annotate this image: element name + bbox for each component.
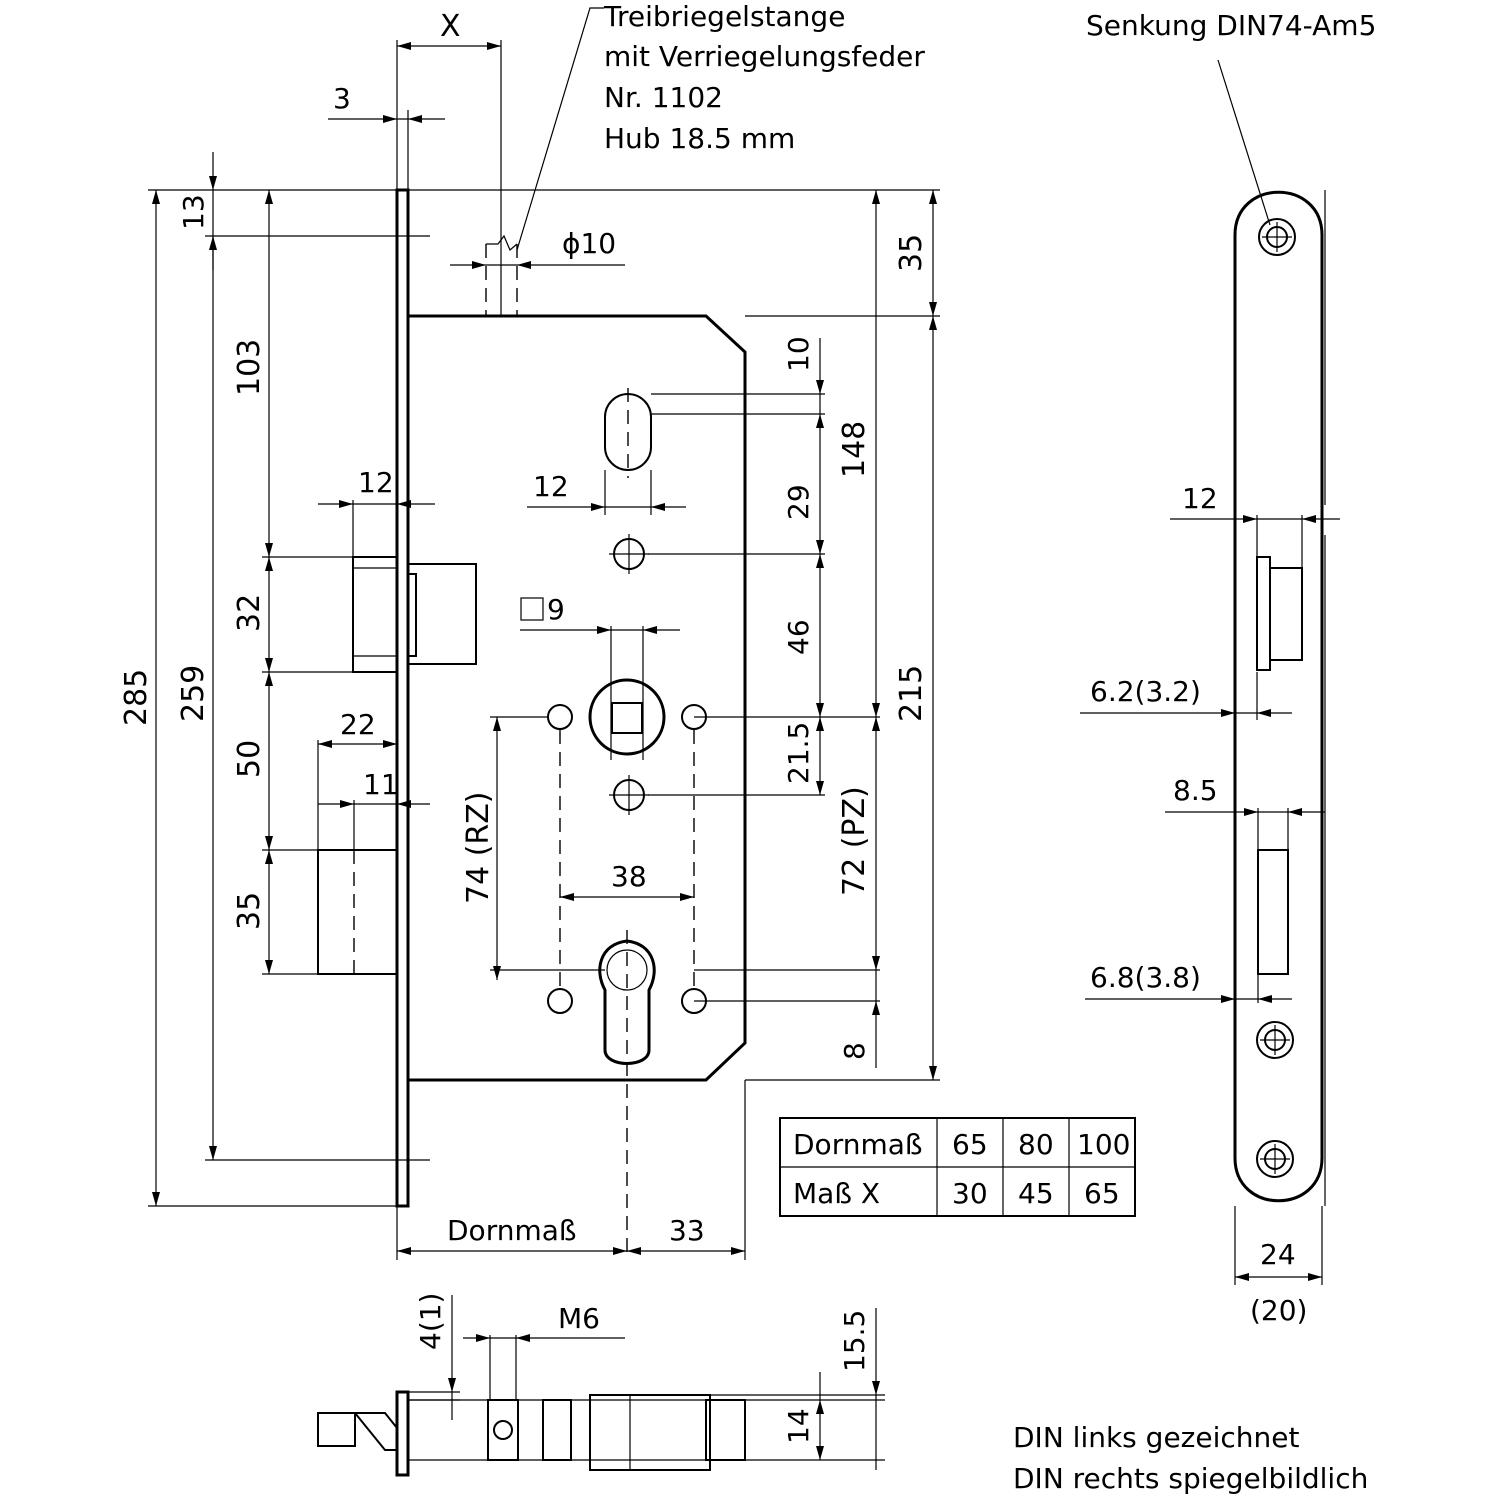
dim-35-top: 35 [894,234,929,272]
dim-33: 33 [669,1214,705,1247]
bolt-opening [1257,849,1289,975]
dim-72-pz: 72 (PZ) [837,786,872,896]
dim-x: X [440,9,461,44]
countersink-note: Senkung DIN74-Am5 [1086,9,1376,42]
dim-29: 29 [782,484,815,520]
dim-14: 14 [782,1408,815,1444]
profile-cylinder-hole [598,930,656,1260]
lower-screw-hole [609,775,649,815]
din-left-note: DIN links gezeichnet [1013,1421,1299,1454]
table-cell: 45 [1018,1177,1054,1210]
side-dim-20: (20) [1250,1294,1307,1327]
countersink-hole-bottom [1256,1140,1294,1178]
follower [588,626,666,760]
faceplate [395,188,410,1208]
dim-dia10: ϕ10 [562,227,616,260]
upper-slot [604,388,652,478]
dim-13: 13 [177,194,210,230]
countersink-hole-top [1258,218,1296,256]
dim-10: 10 [782,336,815,372]
extension-lines [148,40,940,1260]
side-dim-12: 12 [1182,482,1218,515]
dim-259: 259 [176,665,211,722]
drive-rod-note: Treibriegelstange mit Verriegelungsfeder… [603,0,925,155]
square-symbol: 9 [520,593,565,626]
dimension-lines [152,7,937,1255]
dim-12-slot: 12 [533,470,569,503]
dim-22: 22 [340,708,376,741]
table-cell: 80 [1018,1128,1054,1161]
latch-opening [1256,556,1303,671]
bottom-view: 4(1) M6 15.5 14 [317,1293,885,1477]
dim-46: 46 [782,619,815,655]
side-view: Senkung DIN74-Am5 12 6.2(3.2) 8.5 6.8(3.… [1080,9,1376,1327]
latch-bolt [352,556,477,673]
table-cell: Dornmaß [793,1128,923,1161]
dim-m6: M6 [558,1302,600,1335]
front-view [317,188,747,1260]
dim-square9: 9 [547,593,565,626]
dim-215: 215 [894,665,929,722]
lock-case [406,314,747,1082]
dim-15-5: 15.5 [838,1310,871,1372]
backset-table: Dornmaß 65 80 100 Maß X 30 45 65 [779,1117,1136,1217]
table-cell: 65 [1084,1177,1120,1210]
dim-4-1: 4(1) [414,1293,447,1350]
fixing-hole-3 [547,988,573,1014]
dim-32: 32 [232,594,267,632]
dim-3: 3 [333,82,351,115]
table-cell: 30 [952,1177,988,1210]
dim-285: 285 [119,669,154,726]
countersink-hole-middle [1256,1021,1294,1059]
dim-21-5: 21.5 [782,722,815,784]
side-dim-6-8: 6.8(3.8) [1090,961,1201,994]
din-right-note: DIN rechts spiegelbildlich [1013,1462,1368,1495]
side-dim-8-5: 8.5 [1173,774,1218,807]
dim-35-bolt: 35 [232,892,267,930]
side-dim-24: 24 [1260,1238,1296,1271]
dim-74-rz: 74 (RZ) [461,791,496,904]
dim-11: 11 [363,768,399,801]
table-cell: 65 [952,1128,988,1161]
rod-note-line-1: Treibriegelstange [603,0,845,33]
rod-note-line-4: Hub 18.5 mm [604,122,795,155]
side-dim-6-2: 6.2(3.2) [1090,675,1201,708]
dimension-texts: X 3 13 285 259 103 32 50 35 12 22 11 ϕ10… [119,9,929,1247]
dim-50: 50 [232,740,267,778]
dim-dornmass: Dornmaß [447,1214,577,1247]
dim-8: 8 [838,1042,871,1060]
fixing-hole-1 [547,704,573,730]
drive-rod [485,234,518,316]
rod-note-line-2: mit Verriegelungsfeder [604,40,925,73]
rod-note-line-3: Nr. 1102 [604,81,723,114]
dim-103: 103 [232,339,267,396]
table-cell: Maß X [793,1177,880,1210]
dead-bolt [317,849,398,975]
dim-12-latch: 12 [358,466,394,499]
dim-148: 148 [837,421,872,478]
table-cell: 100 [1077,1128,1130,1161]
upper-screw-hole [609,534,649,574]
dim-38: 38 [611,860,647,893]
